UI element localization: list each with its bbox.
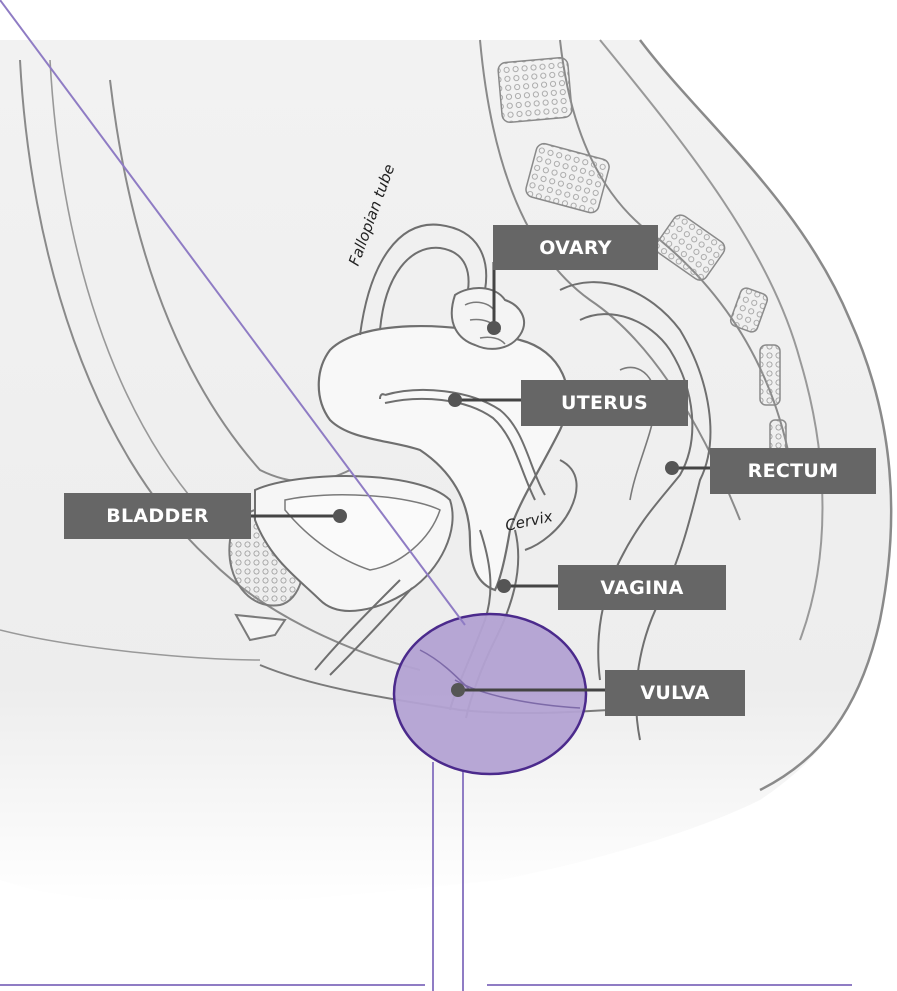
vulva-label: VULVA <box>605 670 745 716</box>
vagina-label: VAGINA <box>558 565 726 610</box>
rectum-label: RECTUM <box>710 448 876 494</box>
uterus-label: UTERUS <box>521 380 688 426</box>
bladder-label: BLADDER <box>64 493 251 539</box>
ovary-label: OVARY <box>493 225 658 270</box>
